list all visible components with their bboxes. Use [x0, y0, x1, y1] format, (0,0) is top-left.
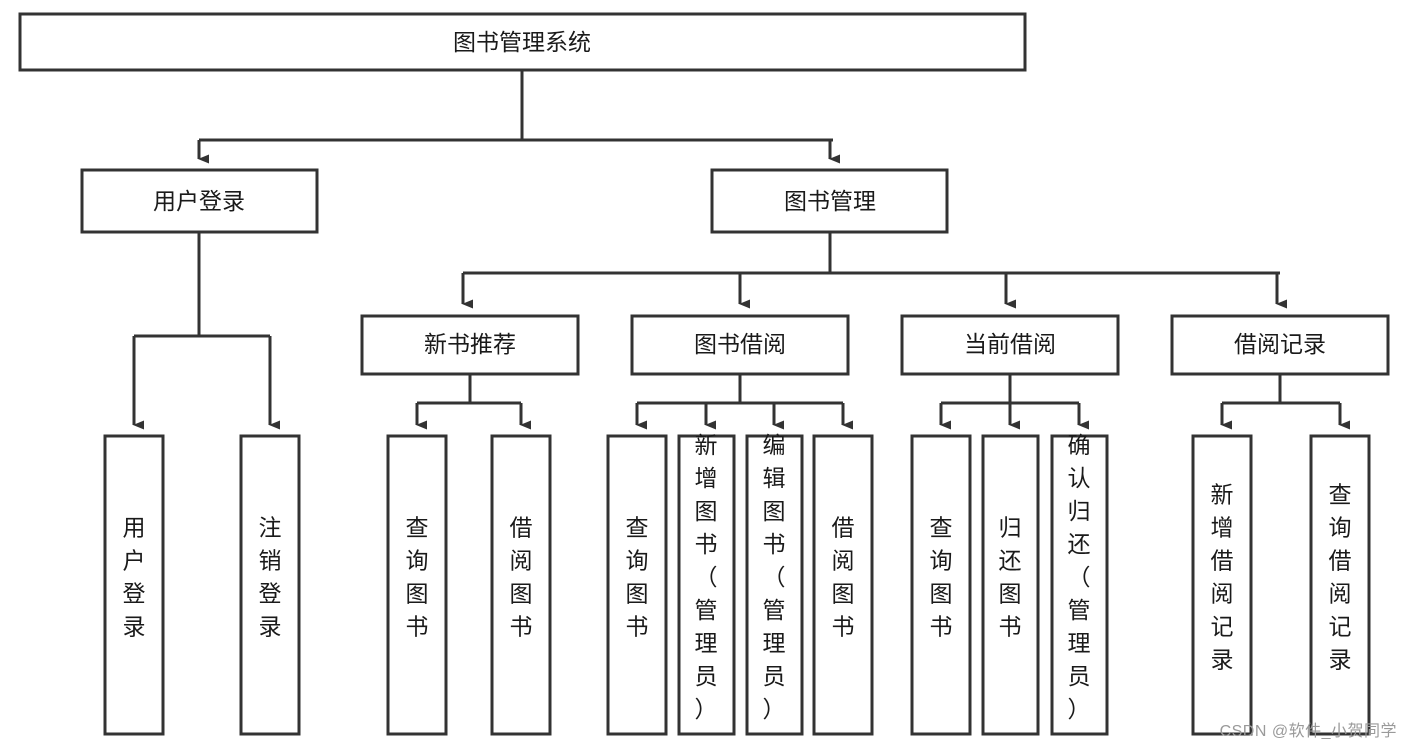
csdn-watermark: CSDN @软件_小贺同学 — [1219, 723, 1397, 740]
node-newbook-label: 新书推荐 — [424, 331, 516, 357]
node-login[interactable]: 用户登录 — [80, 168, 319, 234]
node-leaf3-label: 查询图书 — [406, 515, 429, 640]
node-leaf13[interactable]: 查询借阅记录 — [1309, 434, 1371, 736]
node-leaf5-label: 查询图书 — [626, 515, 649, 640]
node-leaf2-box[interactable] — [239, 434, 301, 736]
node-leaf3[interactable]: 查询图书 — [386, 434, 448, 736]
node-leaf7-box[interactable] — [745, 434, 804, 736]
node-bookmgmt-label: 图书管理 — [784, 188, 876, 214]
node-leaf12-box[interactable] — [1191, 434, 1253, 736]
node-leaf2-label: 注销登录 — [259, 515, 282, 640]
node-bookmgmt-box[interactable] — [710, 168, 949, 234]
node-current-box[interactable] — [900, 314, 1120, 376]
node-leaf12-label: 新增借阅记录 — [1211, 482, 1234, 673]
node-leaf7-label: 编辑图书（管理员） — [763, 432, 786, 722]
node-leaf12[interactable]: 新增借阅记录 — [1191, 434, 1253, 736]
node-leaf2[interactable]: 注销登录 — [239, 434, 301, 736]
node-leaf6[interactable]: 新增图书（管理员） — [677, 432, 736, 736]
node-record[interactable]: 借阅记录 — [1170, 314, 1390, 376]
node-borrow-label: 图书借阅 — [694, 331, 786, 357]
node-leaf10-label: 归还图书 — [999, 515, 1022, 640]
node-leaf6-label: 新增图书（管理员） — [695, 432, 718, 722]
node-leaf6-box[interactable] — [677, 434, 736, 736]
node-leaf11-label: 确认归还（管理员） — [1068, 432, 1091, 722]
node-record-label: 借阅记录 — [1234, 331, 1326, 357]
node-leaf11[interactable]: 确认归还（管理员） — [1050, 432, 1109, 736]
node-leaf1-box[interactable] — [103, 434, 165, 736]
node-current-label: 当前借阅 — [964, 331, 1056, 357]
node-leaf1[interactable]: 用户登录 — [103, 434, 165, 736]
node-leaf10[interactable]: 归还图书 — [981, 434, 1040, 736]
node-leaf5[interactable]: 查询图书 — [606, 434, 668, 736]
node-leaf13-label: 查询借阅记录 — [1329, 482, 1352, 673]
node-leaf8[interactable]: 借阅图书 — [812, 434, 874, 736]
node-borrow-box[interactable] — [630, 314, 850, 376]
node-leaf4-label: 借阅图书 — [510, 515, 533, 640]
node-login-box[interactable] — [80, 168, 319, 234]
node-leaf10-box[interactable] — [981, 434, 1040, 736]
node-record-box[interactable] — [1170, 314, 1390, 376]
node-leaf9[interactable]: 查询图书 — [910, 434, 972, 736]
node-leaf8-label: 借阅图书 — [832, 515, 855, 640]
connector-group — [132, 70, 1350, 430]
node-login-label: 用户登录 — [153, 188, 245, 214]
node-borrow[interactable]: 图书借阅 — [630, 314, 850, 376]
node-root[interactable]: 图书管理系统 — [18, 12, 1027, 72]
node-bookmgmt[interactable]: 图书管理 — [710, 168, 949, 234]
node-leaf11-box[interactable] — [1050, 434, 1109, 736]
node-leaf5-box[interactable] — [606, 434, 668, 736]
node-newbook-box[interactable] — [360, 314, 580, 376]
node-leaf8-box[interactable] — [812, 434, 874, 736]
node-leaf1-label: 用户登录 — [123, 515, 146, 640]
node-leaf13-box[interactable] — [1309, 434, 1371, 736]
node-newbook[interactable]: 新书推荐 — [360, 314, 580, 376]
node-leaf4[interactable]: 借阅图书 — [490, 434, 552, 736]
node-leaf7[interactable]: 编辑图书（管理员） — [745, 432, 804, 736]
node-root-label: 图书管理系统 — [453, 29, 591, 55]
node-leaf4-box[interactable] — [490, 434, 552, 736]
node-leaf3-box[interactable] — [386, 434, 448, 736]
node-root-box[interactable] — [18, 12, 1027, 72]
node-leaf9-box[interactable] — [910, 434, 972, 736]
node-leaf9-label: 查询图书 — [930, 515, 953, 640]
node-current[interactable]: 当前借阅 — [900, 314, 1120, 376]
